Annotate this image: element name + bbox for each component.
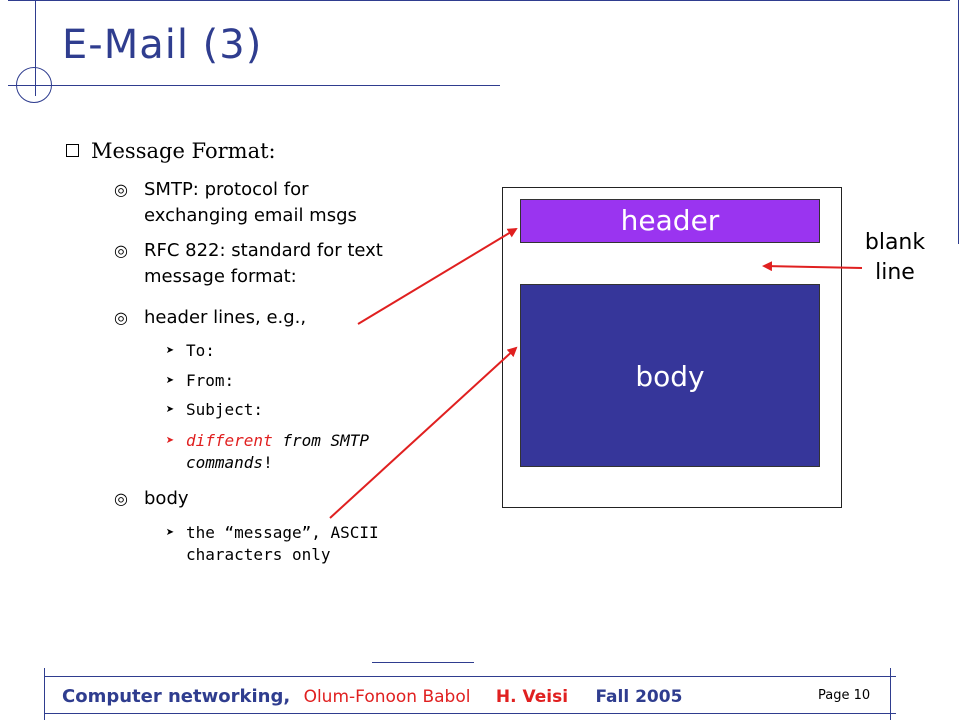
arrowhead-icon: ➤	[166, 433, 175, 449]
list-item-text: message format:	[144, 266, 297, 287]
body-arrow	[329, 346, 518, 519]
sub-item-text: From:	[186, 371, 235, 390]
footer: Computer networking, Olum-Fonoon Babol H…	[62, 686, 682, 707]
header-box: header	[520, 199, 820, 243]
sub-item-message: ➤ the “message”, ASCII characters only	[166, 522, 379, 566]
corner-circle-icon	[16, 67, 52, 103]
list-item-rfc822: ◎ RFC 822: standard for text message for…	[114, 238, 383, 290]
body-box: body	[520, 284, 820, 467]
highlight-word: different	[186, 431, 273, 450]
sub-item-text: from SMTP	[272, 431, 370, 450]
sub-item-text: commands	[186, 453, 264, 472]
footer-top-rule	[44, 676, 896, 677]
list-item-body: ◎ body	[114, 486, 189, 512]
sub-item-subject: ➤ Subject:	[166, 399, 264, 421]
sub-item-text: !	[263, 453, 273, 472]
blank-line-text: line	[875, 260, 915, 285]
square-bullet-icon	[66, 144, 79, 157]
list-item-text: header lines, e.g.,	[144, 307, 307, 328]
sub-item-text: To:	[186, 341, 215, 360]
right-edge-rule	[958, 0, 959, 244]
sub-item-to: ➤ To:	[166, 340, 215, 362]
arrowhead-icon: ➤	[166, 373, 175, 389]
title-left-rule	[35, 0, 36, 96]
bullseye-icon: ◎	[114, 241, 128, 260]
arrowhead-icon: ➤	[166, 402, 175, 418]
footer-short-rule	[372, 662, 474, 663]
footer-author: H. Veisi	[495, 687, 569, 707]
bullseye-icon: ◎	[114, 308, 128, 327]
title-top-rule	[8, 0, 950, 1]
bullseye-icon: ◎	[114, 489, 128, 508]
message-format-heading: Message Format:	[66, 139, 276, 163]
sub-item-text: the “message”, ASCII	[186, 523, 379, 542]
list-item-text: exchanging email msgs	[144, 205, 357, 226]
blank-line-label: blank line	[850, 228, 940, 288]
page-number: Page 10	[818, 688, 871, 703]
list-item-smtp: ◎ SMTP: protocol for exchanging email ms…	[114, 177, 357, 229]
sub-item-text: characters only	[186, 545, 331, 564]
footer-university: Olum-Fonoon Babol	[303, 687, 471, 707]
header-arrow	[357, 227, 518, 325]
footer-bottom-rule	[44, 713, 896, 714]
footer-course: Computer networking,	[62, 686, 291, 707]
blank-line-text: blank	[864, 230, 926, 255]
list-item-header-lines: ◎ header lines, e.g.,	[114, 305, 307, 331]
bullseye-icon: ◎	[114, 180, 128, 199]
sub-item-from: ➤ From:	[166, 370, 235, 392]
page-title: E-Mail (3)	[62, 22, 263, 68]
list-item-text: SMTP: protocol for	[144, 179, 309, 200]
footer-term: Fall 2005	[595, 687, 683, 707]
arrowhead-icon: ➤	[166, 343, 175, 359]
sub-item-text: Subject:	[186, 400, 264, 419]
sub-item-different: ➤ different from SMTP commands!	[166, 430, 370, 474]
list-item-text: body	[144, 488, 189, 509]
title-underline	[8, 85, 500, 86]
footer-right-rule	[890, 668, 891, 720]
footer-left-rule	[44, 668, 45, 720]
list-item-text: RFC 822: standard for text	[144, 240, 383, 261]
blank-line-arrow	[762, 261, 863, 272]
arrowhead-icon: ➤	[166, 525, 175, 541]
heading-text: Message Format:	[91, 139, 276, 163]
